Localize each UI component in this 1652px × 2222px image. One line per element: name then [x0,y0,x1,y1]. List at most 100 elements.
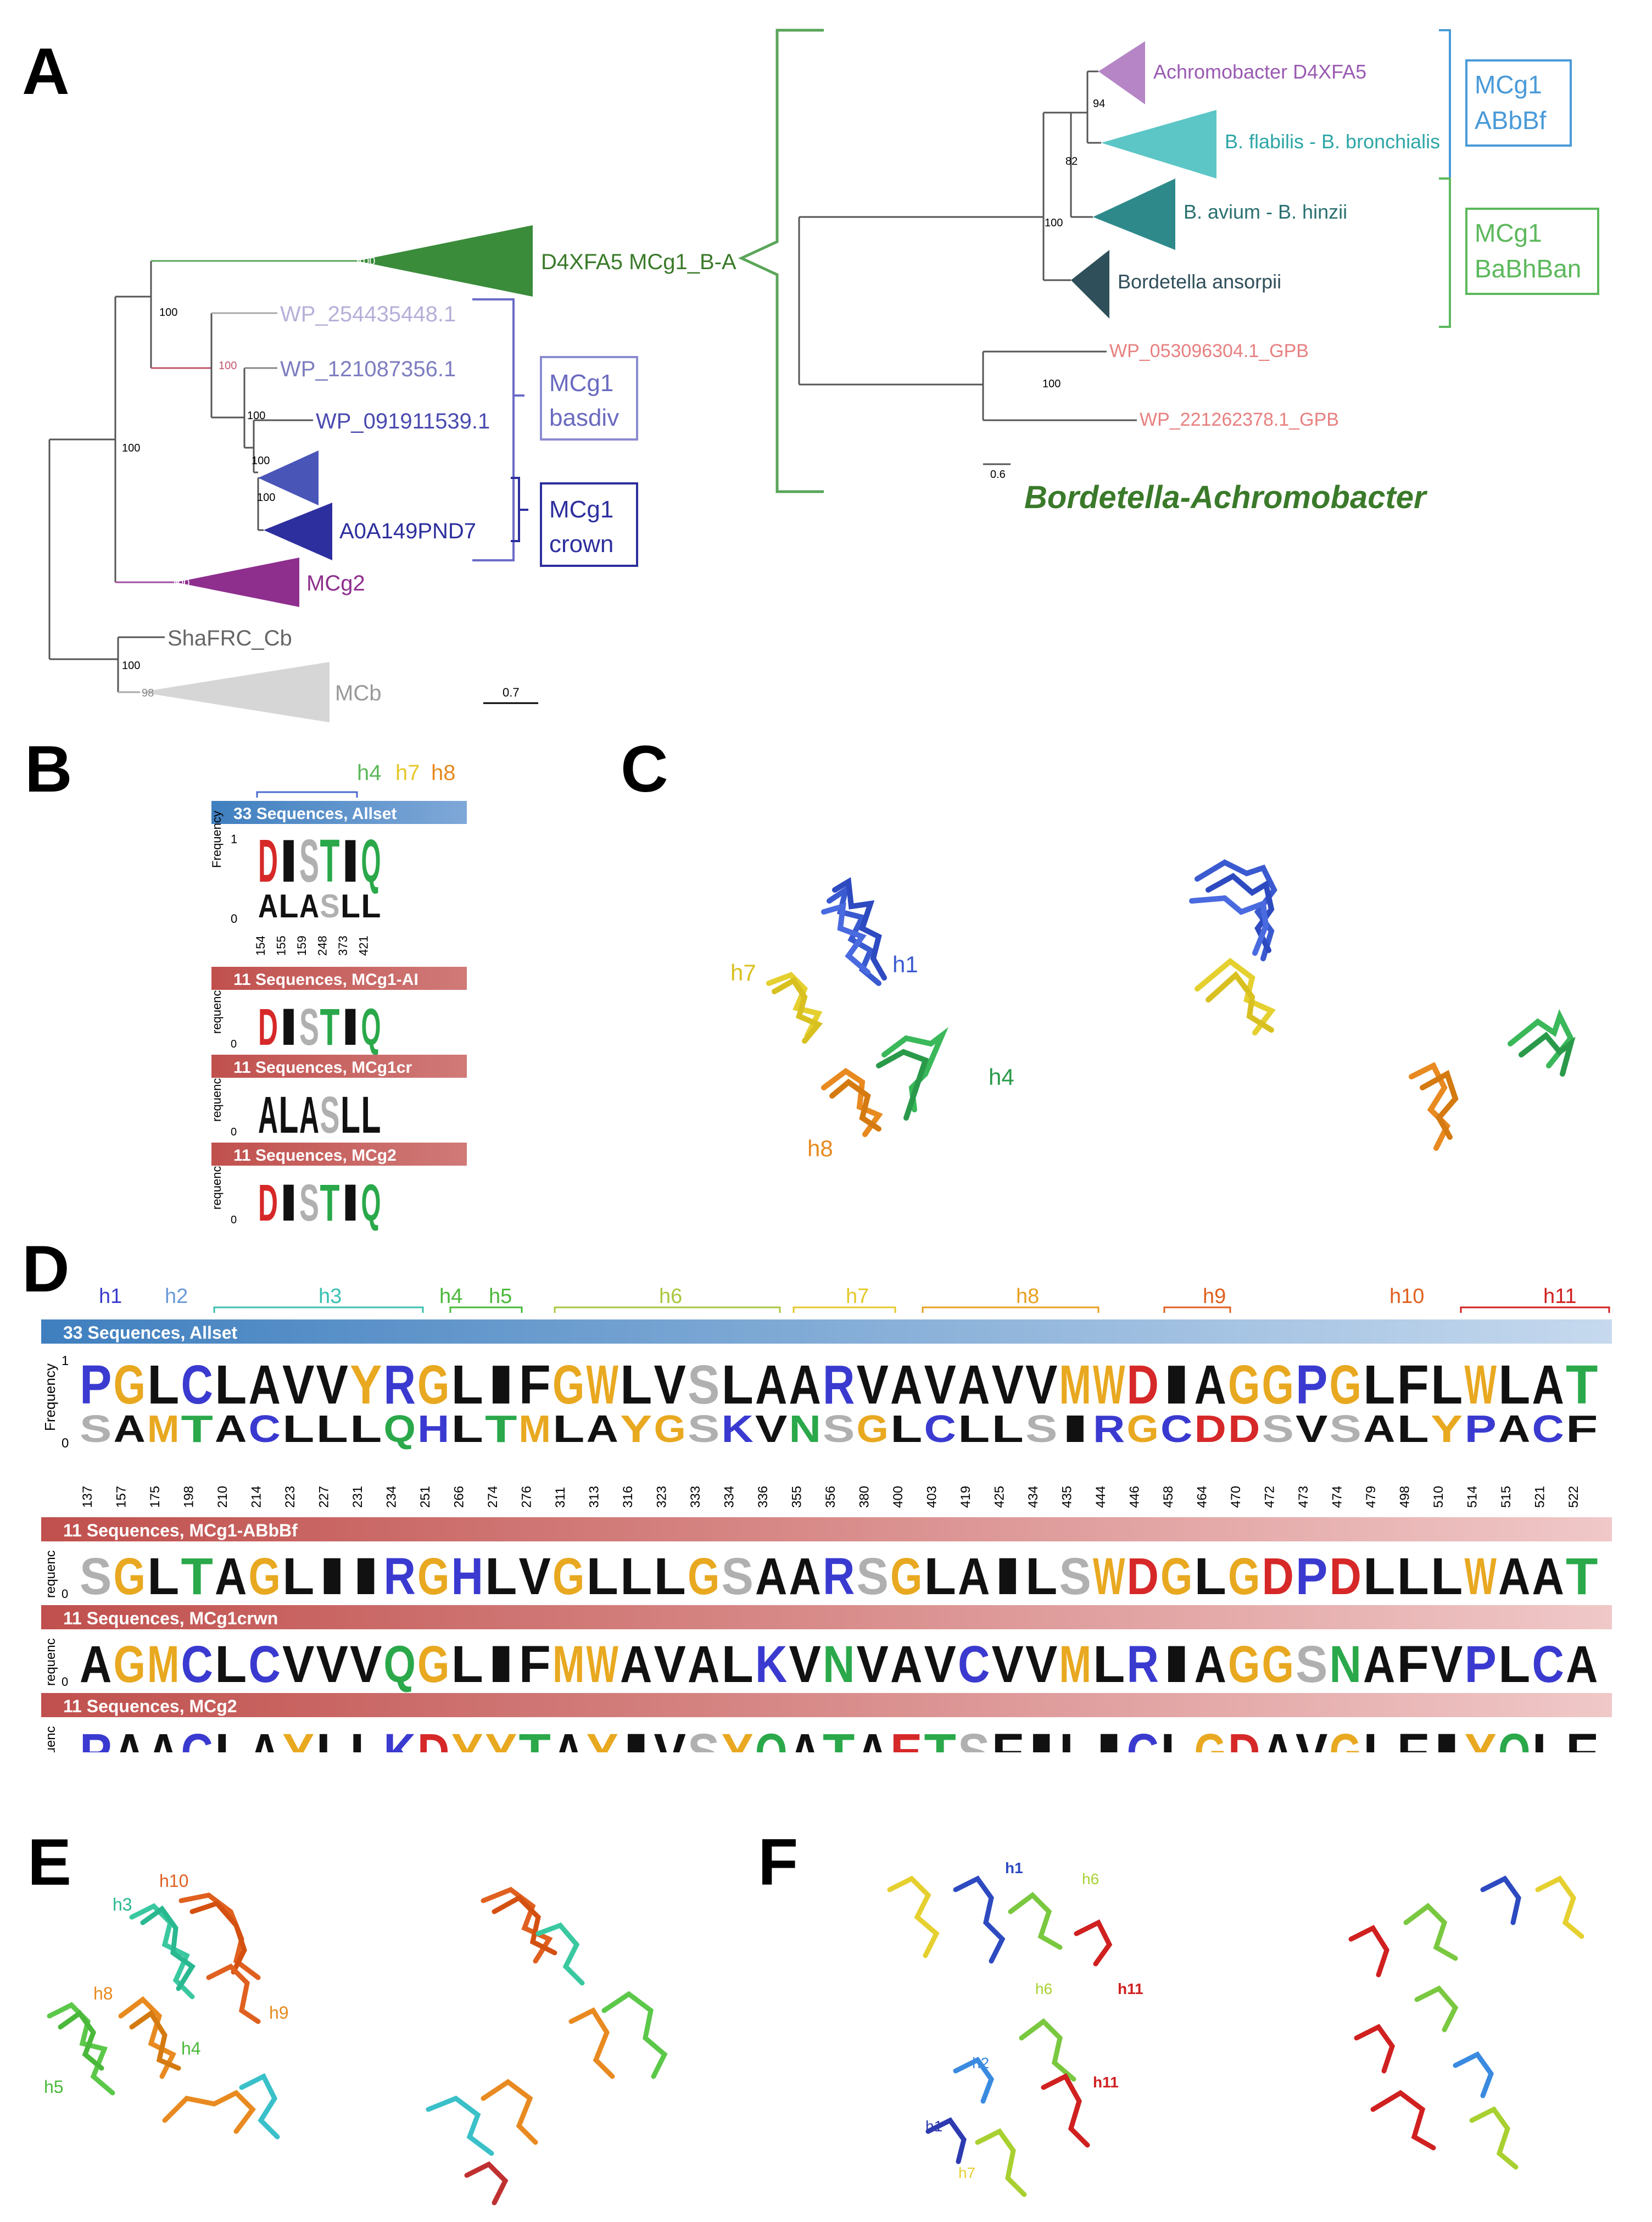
logo-ylabel: requenc [43,1726,58,1752]
logo-letter: A [1195,1635,1226,1694]
helix-bracket [449,1306,523,1313]
logo-position-label: 380 [857,1486,872,1508]
logo-letter: A [1195,1354,1226,1416]
panel-label-d: D [22,1232,70,1306]
helix-label-h7: h7 [395,761,420,785]
logo-letter: L [1498,1354,1530,1416]
logo-letter: P [80,1723,111,1752]
clade-label-bavium: B. avium - B. hinzii [1184,201,1347,223]
logo-letter: L [1363,1547,1395,1606]
logo-letter: Q [361,827,381,895]
logo-letter: P [1296,1547,1327,1606]
logo-letter: M [552,1635,584,1694]
logo-letter: C [924,1407,956,1450]
logo-letter: T [181,1407,213,1450]
group-box-crown [540,482,638,567]
logo-letter: S [320,888,340,925]
logo-letter: I [992,1547,1024,1606]
logo-letter: T [320,1174,340,1232]
clade-bflabilis-triangle [1101,110,1216,179]
logo-letter: R [1093,1407,1125,1450]
logo-letter: V [519,1547,551,1606]
logo-letter: A [1566,1635,1598,1694]
logo-letter: L [992,1407,1024,1450]
logo-letter: S [958,1723,990,1752]
logo-letter: I [316,1547,348,1606]
clade-label-wp121087356: WP_121087356.1 [280,357,456,381]
logo-position-label: 214 [249,1486,264,1508]
logo-letter: A [114,1723,146,1752]
logo-letter: V [1296,1407,1328,1450]
logo-letter: H [451,1547,483,1606]
logo-position-label: 470 [1229,1486,1243,1508]
logo-letter: G [1330,1723,1361,1752]
logo-letter: D [1228,1407,1260,1450]
clade-label-bflabilis: B. flabilis - B. bronchialis [1225,130,1440,153]
logo-letter: L [147,1354,179,1416]
logo-letter: I [485,1354,517,1416]
logo-letter: I [1059,1407,1091,1450]
logo-position-label: 316 [621,1486,635,1508]
bootstrap-label: 100 [1042,378,1061,390]
logo-letter: A [1532,1354,1564,1416]
bootstrap-label: 98 [142,687,154,699]
logo-letter: V [654,1635,686,1694]
structure-panel-e: h3 h10 h8 h9 h5 h4 [44,1871,668,2206]
logo-letter: V [282,1354,315,1416]
logo-letter: L [282,1407,314,1450]
seq-group-bar [211,1055,467,1078]
logo-letter: S [688,1354,719,1416]
bootstrap-label: 100 [122,660,140,672]
logo-letter: V [924,1354,957,1416]
group-label-abbbf-line2: ABbBf [1475,106,1547,135]
helix-label-h5: h5 [44,2077,64,2097]
logo-letter: G [114,1354,146,1416]
logo-letter: L [552,1407,584,1450]
logo-position-label: 403 [925,1486,940,1508]
logo-letter: K [722,1407,754,1450]
seq-group-bar [41,1693,1612,1717]
logo-position-label: 419 [958,1486,973,1508]
logo-letter: L [1498,1635,1530,1694]
seq-group-bar-label: 33 Sequences, Allset [233,805,397,823]
logo-letter: Y [451,1723,483,1752]
logo-letter: L [1532,1723,1564,1752]
logo-letter: W [587,1635,619,1694]
group-label-babhban-line1: MCg1 [1475,219,1542,247]
logo-letter: A [249,1723,281,1752]
logo-letter: V [282,1635,314,1694]
bootstrap-label: 100 [171,577,189,589]
logo-letter: S [80,1407,111,1450]
helix-label-h2: h2 [165,1285,188,1308]
logo-letter: L [215,1723,247,1752]
logo-position-label: 472 [1263,1486,1277,1508]
seq-group-bar-label: 11 Sequences, MCg2 [63,1696,237,1716]
logo-letter: D [1330,1547,1361,1606]
logo-position-label: 175 [148,1486,163,1508]
logo-position-label: 498 [1398,1486,1413,1508]
logo-letter: L [215,1354,247,1416]
bootstrap-label: 100 [257,492,275,504]
logo-position-label: 227 [317,1486,332,1508]
logo-position-label: 515 [1499,1486,1514,1508]
clade-label-shafrc: ShaFRC_Cb [168,626,292,650]
logo-letter: Y [485,1723,517,1752]
logo-letter: G [857,1407,889,1450]
helix-bracket [554,1306,781,1313]
logo-letter: L [1195,1547,1226,1606]
logo-letter: S [299,998,319,1056]
logo-letter: R [384,1354,416,1416]
logo-letter: H [417,1407,449,1450]
helix-label-h4: h4 [357,761,382,785]
logo-letter: L [1160,1723,1192,1752]
logo-position-label: 266 [452,1486,467,1508]
axis-tick: 0 [231,1126,237,1138]
logo-letter: A [890,1354,922,1416]
logo-letter: V [654,1354,687,1416]
logo-letter: F [992,1723,1024,1752]
logo-letter: L [282,1547,314,1606]
logo-position-label: 137 [80,1486,95,1508]
logo-letter: D [258,1174,278,1232]
logo-letter: G [417,1547,449,1606]
logo-letter: I [1025,1723,1057,1752]
